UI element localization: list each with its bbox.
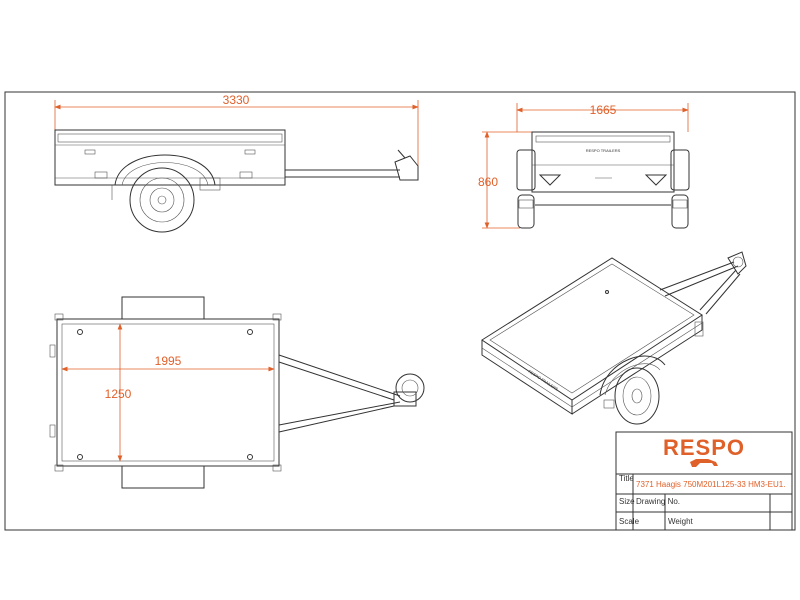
size-label: Size [619,497,635,506]
title-label: Title [619,474,634,483]
rear-view: 1665 860 RESPO TRAILERS [478,103,690,229]
top-bed [56,318,280,467]
top-width-label: 1250 [105,387,132,401]
scale-label: Scale [619,517,640,526]
rear-width-label: 1665 [590,103,617,117]
rear-height-label: 860 [478,175,498,189]
title-block: RESPO Title 7371 Haagis 750M201L125-33 H… [615,431,793,531]
respo-logo: RESPO [663,435,745,460]
top-view: 1995 1250 [49,296,425,489]
side-wheel [129,167,195,233]
logo-boar-icon [690,459,718,467]
side-view: 3330 [54,93,419,233]
iso-wheel [614,367,660,425]
rear-plate-text: RESPO TRAILERS [586,148,621,153]
side-length-label: 3330 [223,93,250,107]
title-value: 7371 Haagis 750M201L125-33 HM3-EU1. [636,480,785,489]
top-length-label: 1995 [155,354,182,368]
weight-label: Weight [668,517,694,526]
isometric-view: RESPO TRAILERS [481,251,747,425]
drawing-frame [4,91,796,531]
drawing-no-label: Drawing No. [636,497,680,506]
